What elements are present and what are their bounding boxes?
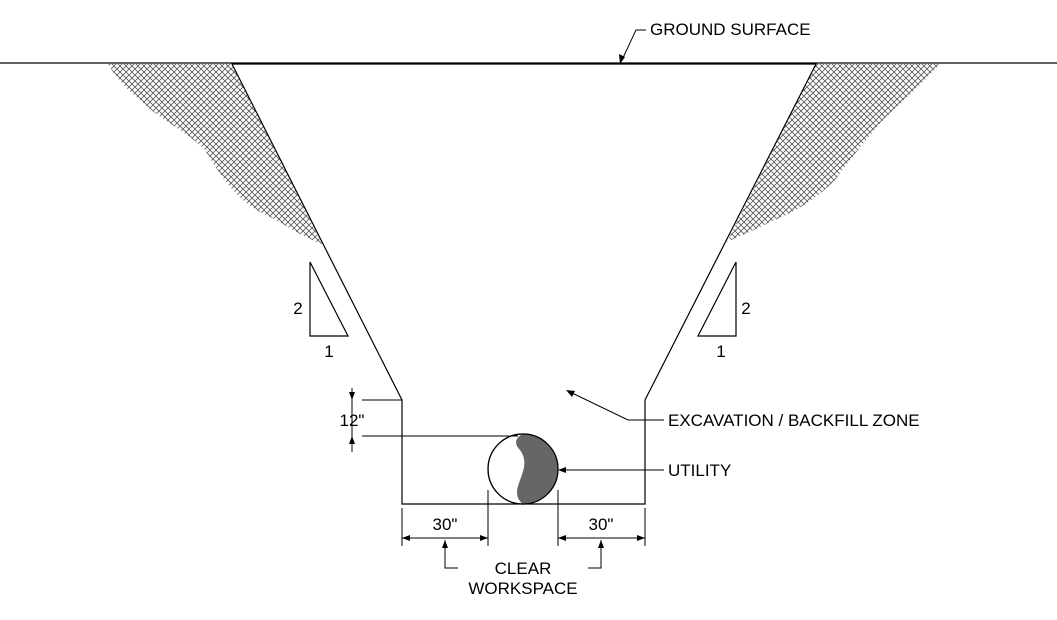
left-clearance-label: 30"	[433, 515, 458, 534]
right-clearance-label: 30"	[589, 515, 614, 534]
excavation-zone-label: EXCAVATION / BACKFILL ZONE	[668, 411, 920, 430]
utility-leader	[558, 467, 664, 473]
cover-depth-label: 12"	[340, 411, 365, 430]
right-slope-rise-label: 2	[741, 299, 750, 318]
clear-label: CLEAR	[495, 559, 552, 578]
cover-depth-dimension	[349, 388, 518, 452]
left-slope-rise-label: 2	[293, 299, 302, 318]
left-slope-run-label: 1	[324, 342, 333, 361]
left-clearance-dimension	[401, 490, 489, 546]
slope-triangle-right	[697, 261, 737, 337]
clear-workspace-leader	[442, 540, 604, 569]
ground-surface-label: GROUND SURFACE	[650, 20, 811, 39]
ground-surface-leader	[619, 29, 646, 64]
right-slope-run-label: 1	[716, 342, 725, 361]
slope-triangle-left	[309, 261, 349, 337]
native-soil-left	[108, 64, 322, 244]
workspace-label: WORKSPACE	[468, 579, 577, 598]
excavation-zone-leader	[566, 390, 664, 421]
native-soil-right	[727, 64, 940, 242]
utility-pipe	[487, 433, 559, 505]
utility-label: UTILITY	[668, 461, 731, 480]
right-clearance-dimension	[557, 490, 646, 546]
